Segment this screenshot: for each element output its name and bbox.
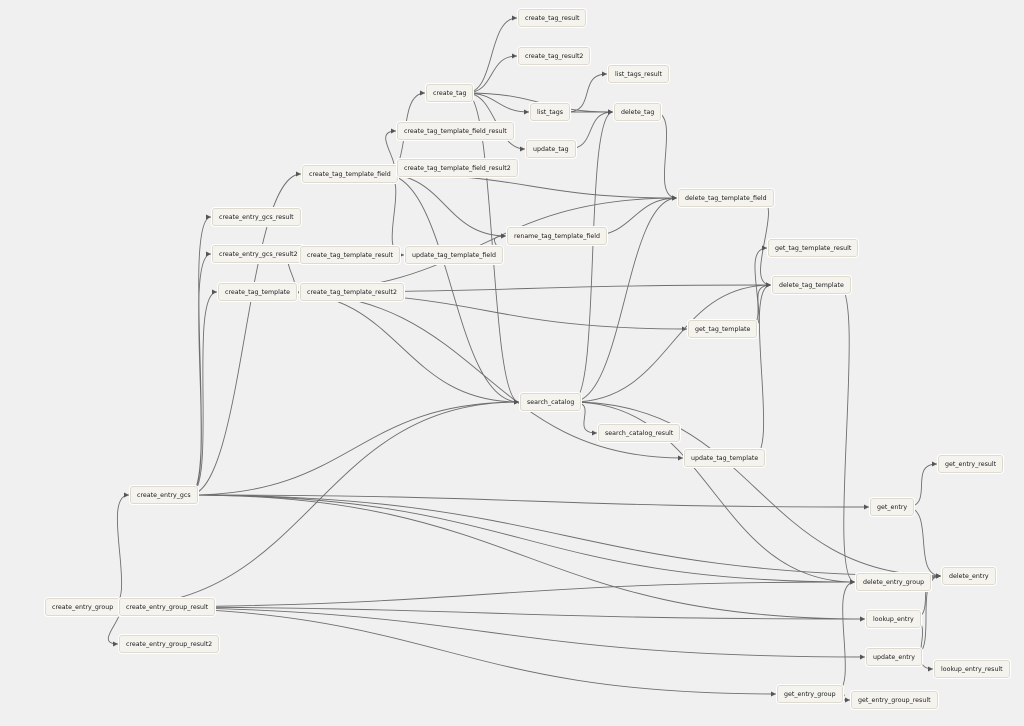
edge-create-tag-template-to-delete-tag-template-field [283, 195, 678, 293]
task-node-lookup-entry[interactable]: lookup_entry [866, 610, 921, 628]
task-node-create-entry-gcs-result[interactable]: create_entry_gcs_result [212, 208, 301, 226]
edge-create-entry-group-to-get-entry-group [109, 606, 777, 697]
task-node-create-tag-template[interactable]: create_tag_template [218, 283, 298, 301]
edge-create-entry-gcs-to-delete-entry-group [188, 494, 856, 585]
edge-create-tag-to-create-tag-result2 [465, 53, 518, 94]
task-node-delete-tag-template-field[interactable]: delete_tag_template_field [678, 189, 774, 207]
edge-create-entry-group-to-update-entry [109, 606, 866, 660]
edge-create-entry-gcs-to-get-entry [188, 494, 870, 510]
edge-create-tag-to-list-tags [465, 92, 530, 115]
task-node-create-tag-result2[interactable]: create_tag_result2 [518, 47, 591, 65]
edge-delete-tag-template-to-delete-entry-group [837, 284, 856, 585]
edge-search-catalog-to-delete-tag-template-field [571, 195, 678, 403]
task-node-create-tag-result[interactable]: create_tag_result [518, 9, 587, 27]
edge-create-entry-group-to-lookup-entry [109, 606, 866, 622]
edge-create-tag-to-create-tag-result [465, 15, 518, 94]
task-node-get-entry-group-result[interactable]: get_entry_group_result [851, 691, 938, 709]
edge-get-tag-template-to-get-tag-template-result [745, 245, 768, 330]
edge-search-catalog-to-delete-entry-group [571, 401, 856, 585]
task-node-get-entry-result[interactable]: get_entry_result [938, 455, 1004, 473]
task-node-create-entry-group-result2[interactable]: create_entry_group_result2 [119, 635, 220, 653]
task-node-list-tags-result[interactable]: list_tags_result [608, 65, 669, 83]
task-node-delete-tag-template[interactable]: delete_tag_template [772, 276, 851, 294]
edge-create-entry-gcs-to-lookup-entry [188, 494, 866, 622]
task-node-delete-entry[interactable]: delete_entry [942, 567, 996, 585]
task-node-delete-tag[interactable]: delete_tag [614, 103, 662, 121]
edge-create-entry-group-to-delete-entry-group [109, 579, 856, 608]
task-node-create-tag-template-field-result2[interactable]: create_tag_template_field_result2 [397, 159, 518, 177]
task-node-get-entry-group[interactable]: get_entry_group [777, 685, 843, 703]
edge-search-catalog-to-delete-tag-template [571, 282, 772, 403]
edge-create-tag-template-to-search-catalog [283, 291, 520, 405]
task-node-create-tag-template-result[interactable]: create_tag_template_result [300, 246, 400, 264]
task-node-create-entry-gcs[interactable]: create_entry_gcs [130, 486, 198, 504]
task-node-update-tag-template[interactable]: update_tag_template [684, 449, 766, 467]
task-node-get-entry[interactable]: get_entry [870, 498, 915, 516]
edge-create-tag-to-delete-tag [465, 92, 614, 115]
edge-search-catalog-to-delete-entry [571, 401, 942, 579]
task-node-search-catalog-result[interactable]: search_catalog_result [598, 424, 681, 442]
task-node-get-tag-template-result[interactable]: get_tag_template_result [768, 239, 859, 257]
task-node-create-entry-group[interactable]: create_entry_group [45, 598, 121, 616]
edge-create-entry-group-to-create-entry-gcs [109, 492, 130, 608]
edge-create-entry-group-to-search-catalog [109, 399, 520, 608]
edge-delete-tag-to-delete-tag-template-field [653, 111, 678, 201]
task-node-update-tag-template-field[interactable]: update_tag_template_field [405, 246, 503, 264]
edge-create-entry-gcs-to-search-catalog [188, 399, 520, 496]
task-node-create-tag-template-result2[interactable]: create_tag_template_result2 [300, 283, 405, 301]
edge-update-tag-to-delete-tag [567, 109, 614, 150]
task-node-delete-entry-group[interactable]: delete_entry_group [856, 573, 932, 591]
task-node-create-entry-gcs-result2[interactable]: create_entry_gcs_result2 [212, 245, 305, 263]
edge-list-tags-to-list-tags-result [566, 71, 608, 113]
task-node-create-tag-template-field-result[interactable]: create_tag_template_field_result [397, 122, 514, 140]
task-node-get-tag-template[interactable]: get_tag_template [688, 320, 758, 338]
edge-create-entry-gcs-to-create-tag-template [188, 289, 218, 496]
edge-update-tag-template-to-delete-tag-template [751, 282, 772, 459]
task-node-list-tags[interactable]: list_tags [530, 103, 571, 121]
edge-create-entry-gcs-to-create-tag-template-field [188, 171, 302, 496]
edge-create-tag-to-update-tag [465, 92, 526, 152]
edge-get-entry-group-to-delete-entry-group [832, 579, 856, 695]
task-node-lookup-entry-result[interactable]: lookup_entry_result [934, 660, 1010, 678]
task-node-rename-tag-template-field[interactable]: rename_tag_template_field [507, 227, 607, 245]
task-node-create-tag-template-field[interactable]: create_tag_template_field [302, 165, 398, 183]
task-node-update-tag[interactable]: update_tag [526, 140, 576, 158]
edge-create-entry-gcs-to-create-entry-gcs-result2 [188, 251, 212, 496]
task-node-update-entry[interactable]: update_entry [866, 648, 922, 666]
edge-create-tag-template-field-to-search-catalog [383, 173, 520, 405]
task-node-search-catalog[interactable]: search_catalog [520, 393, 582, 411]
edge-create-entry-gcs-to-create-entry-gcs-result [188, 214, 212, 496]
edge-get-entry-to-delete-entry [905, 506, 942, 579]
edge-layer [107, 15, 942, 703]
task-node-create-tag[interactable]: create_tag [426, 84, 474, 102]
edge-create-tag-template-field-to-update-tag-template-field [383, 173, 405, 258]
edge-search-catalog-to-delete-tag [571, 109, 614, 403]
task-node-create-entry-group-result[interactable]: create_entry_group_result [119, 598, 216, 616]
